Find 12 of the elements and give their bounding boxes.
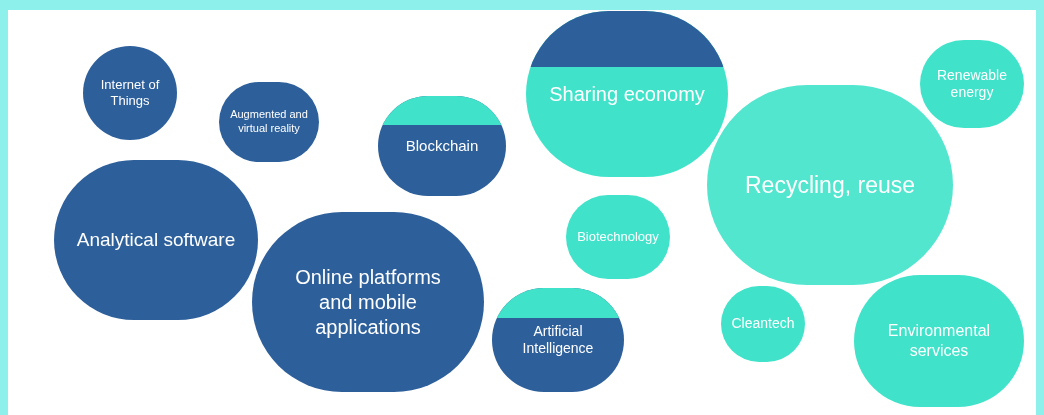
bubble-label: Biotechnology [576,228,660,246]
bubble-label: Analytical software [75,228,237,252]
bubble-label: Recycling, reuse [744,170,916,200]
bubble-label: Blockchain [404,136,480,156]
bubble-label: Online platforms and mobile applications [294,264,442,340]
bubble-label: Augmented and virtual reality [229,108,309,136]
bubble-label: Artificial Intelligence [521,322,595,358]
bubble-label: Environmental services [886,321,992,361]
bubble-label: Cleantech [730,315,796,333]
bubble-label: Sharing economy [548,81,706,107]
bubble-label: Internet of Things [99,76,161,110]
bubble-label: Renewable energy [935,66,1009,102]
